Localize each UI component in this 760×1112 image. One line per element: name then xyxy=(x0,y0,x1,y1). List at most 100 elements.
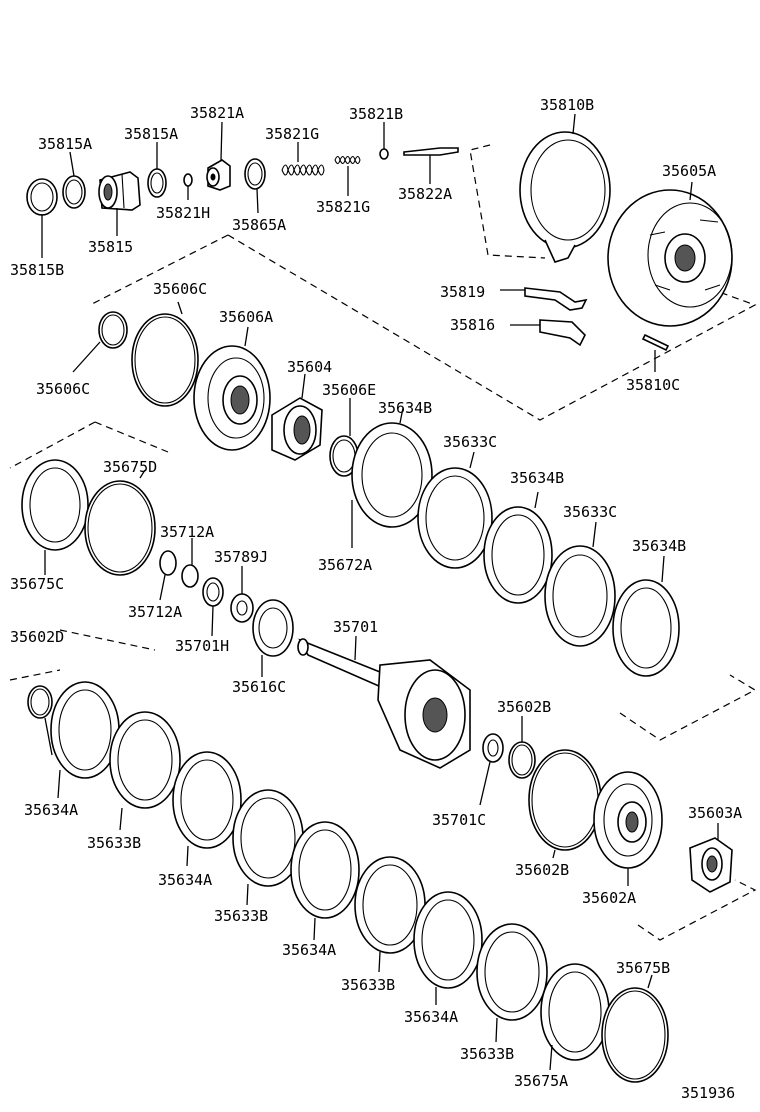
label-35633b-2: 35633B xyxy=(214,907,268,925)
label-35789j: 35789J xyxy=(214,548,268,566)
label-35633c-2: 35633C xyxy=(563,503,617,521)
label-35604: 35604 xyxy=(287,358,332,376)
label-35815: 35815 xyxy=(88,238,133,256)
disc-35633b-3 xyxy=(354,856,426,973)
o-ring-35602b-small xyxy=(508,716,536,779)
label-35810b: 35810B xyxy=(540,96,594,114)
label-35634a-3: 35634A xyxy=(282,941,336,959)
label-35634a-2: 35634A xyxy=(158,871,212,889)
label-35675b: 35675B xyxy=(616,959,670,977)
o-ring-35602b-large xyxy=(528,749,602,859)
label-35605a: 35605A xyxy=(662,162,716,180)
spring-retainer-35604 xyxy=(271,373,323,461)
label-35675a: 35675A xyxy=(514,1072,568,1090)
label-35603a: 35603A xyxy=(688,804,742,822)
label-35821b: 35821B xyxy=(349,105,403,123)
label-35616c: 35616C xyxy=(232,678,286,696)
label-35606c-2: 35606C xyxy=(36,380,90,398)
snap-ring-35865a xyxy=(244,158,266,214)
label-35675c: 35675C xyxy=(10,575,64,593)
strut-35819 xyxy=(500,287,588,311)
disc-35634a-3 xyxy=(290,821,360,941)
ring-35712a-1 xyxy=(159,550,177,601)
shaft-35701 xyxy=(297,635,471,769)
seal-35603a xyxy=(689,823,733,893)
label-35672a: 35672A xyxy=(318,556,372,574)
label-35634a-1: 35634A xyxy=(24,801,78,819)
label-35634b-1: 35634B xyxy=(378,399,432,417)
label-35712a-2: 35712A xyxy=(128,603,182,621)
disc-35634b-2 xyxy=(483,491,553,604)
piston-35815 xyxy=(98,171,141,236)
o-ring-35606c-small xyxy=(72,311,128,373)
label-35606c-1: 35606C xyxy=(153,280,207,298)
label-35634b-3: 35634B xyxy=(632,537,686,555)
label-35822a: 35822A xyxy=(398,185,452,203)
label-35634a-4: 35634A xyxy=(404,1008,458,1026)
snap-ring-35606e xyxy=(329,398,359,477)
disc-35633b-1 xyxy=(109,711,181,831)
label-35633c-1: 35633C xyxy=(443,433,497,451)
disc-35634b-3 xyxy=(612,555,680,677)
o-ring-35606c-large xyxy=(131,301,199,407)
label-35712a-1: 35712A xyxy=(160,523,214,541)
snap-ring-35815b xyxy=(26,178,58,258)
label-35810c: 35810C xyxy=(626,376,680,394)
plate-35675a xyxy=(540,963,610,1071)
piston-35602a xyxy=(593,771,663,886)
washer-35789j xyxy=(230,566,254,623)
part-labels: 35815A 35815A 35821A 35821G 35821B 35810… xyxy=(10,96,742,1102)
spring-35821g-outer xyxy=(281,142,325,176)
label-35815b: 35815B xyxy=(10,261,64,279)
label-35634b-2: 35634B xyxy=(510,469,564,487)
label-35633b-1: 35633B xyxy=(87,834,141,852)
disc-35634a-2 xyxy=(172,751,242,867)
label-35633b-3: 35633B xyxy=(341,976,395,994)
thrust-washer-35701c xyxy=(479,733,504,806)
pin-35810c xyxy=(641,333,670,372)
label-35606a: 35606A xyxy=(219,308,273,326)
snap-ring-35602d xyxy=(27,685,53,756)
label-35701h: 35701H xyxy=(175,637,229,655)
label-35602b-1: 35602B xyxy=(497,698,551,716)
spring-35821g-inner xyxy=(334,155,361,196)
rod-35822a xyxy=(403,147,459,184)
piston-35606a xyxy=(193,326,271,451)
label-35821g-1: 35821G xyxy=(265,125,319,143)
seal-35821h xyxy=(183,173,193,200)
label-35821a: 35821A xyxy=(190,104,244,122)
label-35602b-2: 35602B xyxy=(515,861,569,879)
disc-35633b-2 xyxy=(232,789,304,906)
label-35701: 35701 xyxy=(333,618,378,636)
disc-35633c-2 xyxy=(544,521,616,647)
label-35815a-1: 35815A xyxy=(38,135,92,153)
label-35819: 35819 xyxy=(440,283,485,301)
disc-35633c-1 xyxy=(417,451,493,569)
figure-number: 351936 xyxy=(681,1084,735,1102)
hub-35616c xyxy=(252,599,294,677)
label-35602a: 35602A xyxy=(582,889,636,907)
label-35821g-2: 35821G xyxy=(316,198,370,216)
ring-35675b xyxy=(601,974,669,1083)
disc-35634a-1 xyxy=(50,681,120,799)
brake-band-35810b xyxy=(519,113,611,263)
disc-35634a-4 xyxy=(413,891,483,1005)
piston-35821a xyxy=(206,121,231,191)
label-35821h: 35821H xyxy=(156,204,210,222)
washer-35821b xyxy=(379,122,389,160)
o-ring-35815a-left xyxy=(62,151,86,209)
flange-35672a xyxy=(351,407,433,548)
disc-35633b-4 xyxy=(476,923,548,1043)
o-ring-35815a-right xyxy=(147,142,167,198)
label-35675d: 35675D xyxy=(103,458,157,476)
label-35633b-4: 35633B xyxy=(460,1045,514,1063)
plate-35675c xyxy=(21,459,89,575)
drum-35605a xyxy=(607,181,733,327)
label-35815a-2: 35815A xyxy=(124,125,178,143)
group-boundaries xyxy=(9,144,757,941)
ring-35712a-2 xyxy=(181,538,199,588)
label-35816: 35816 xyxy=(450,316,495,334)
label-35865a: 35865A xyxy=(232,216,286,234)
pin-35816 xyxy=(510,319,586,347)
